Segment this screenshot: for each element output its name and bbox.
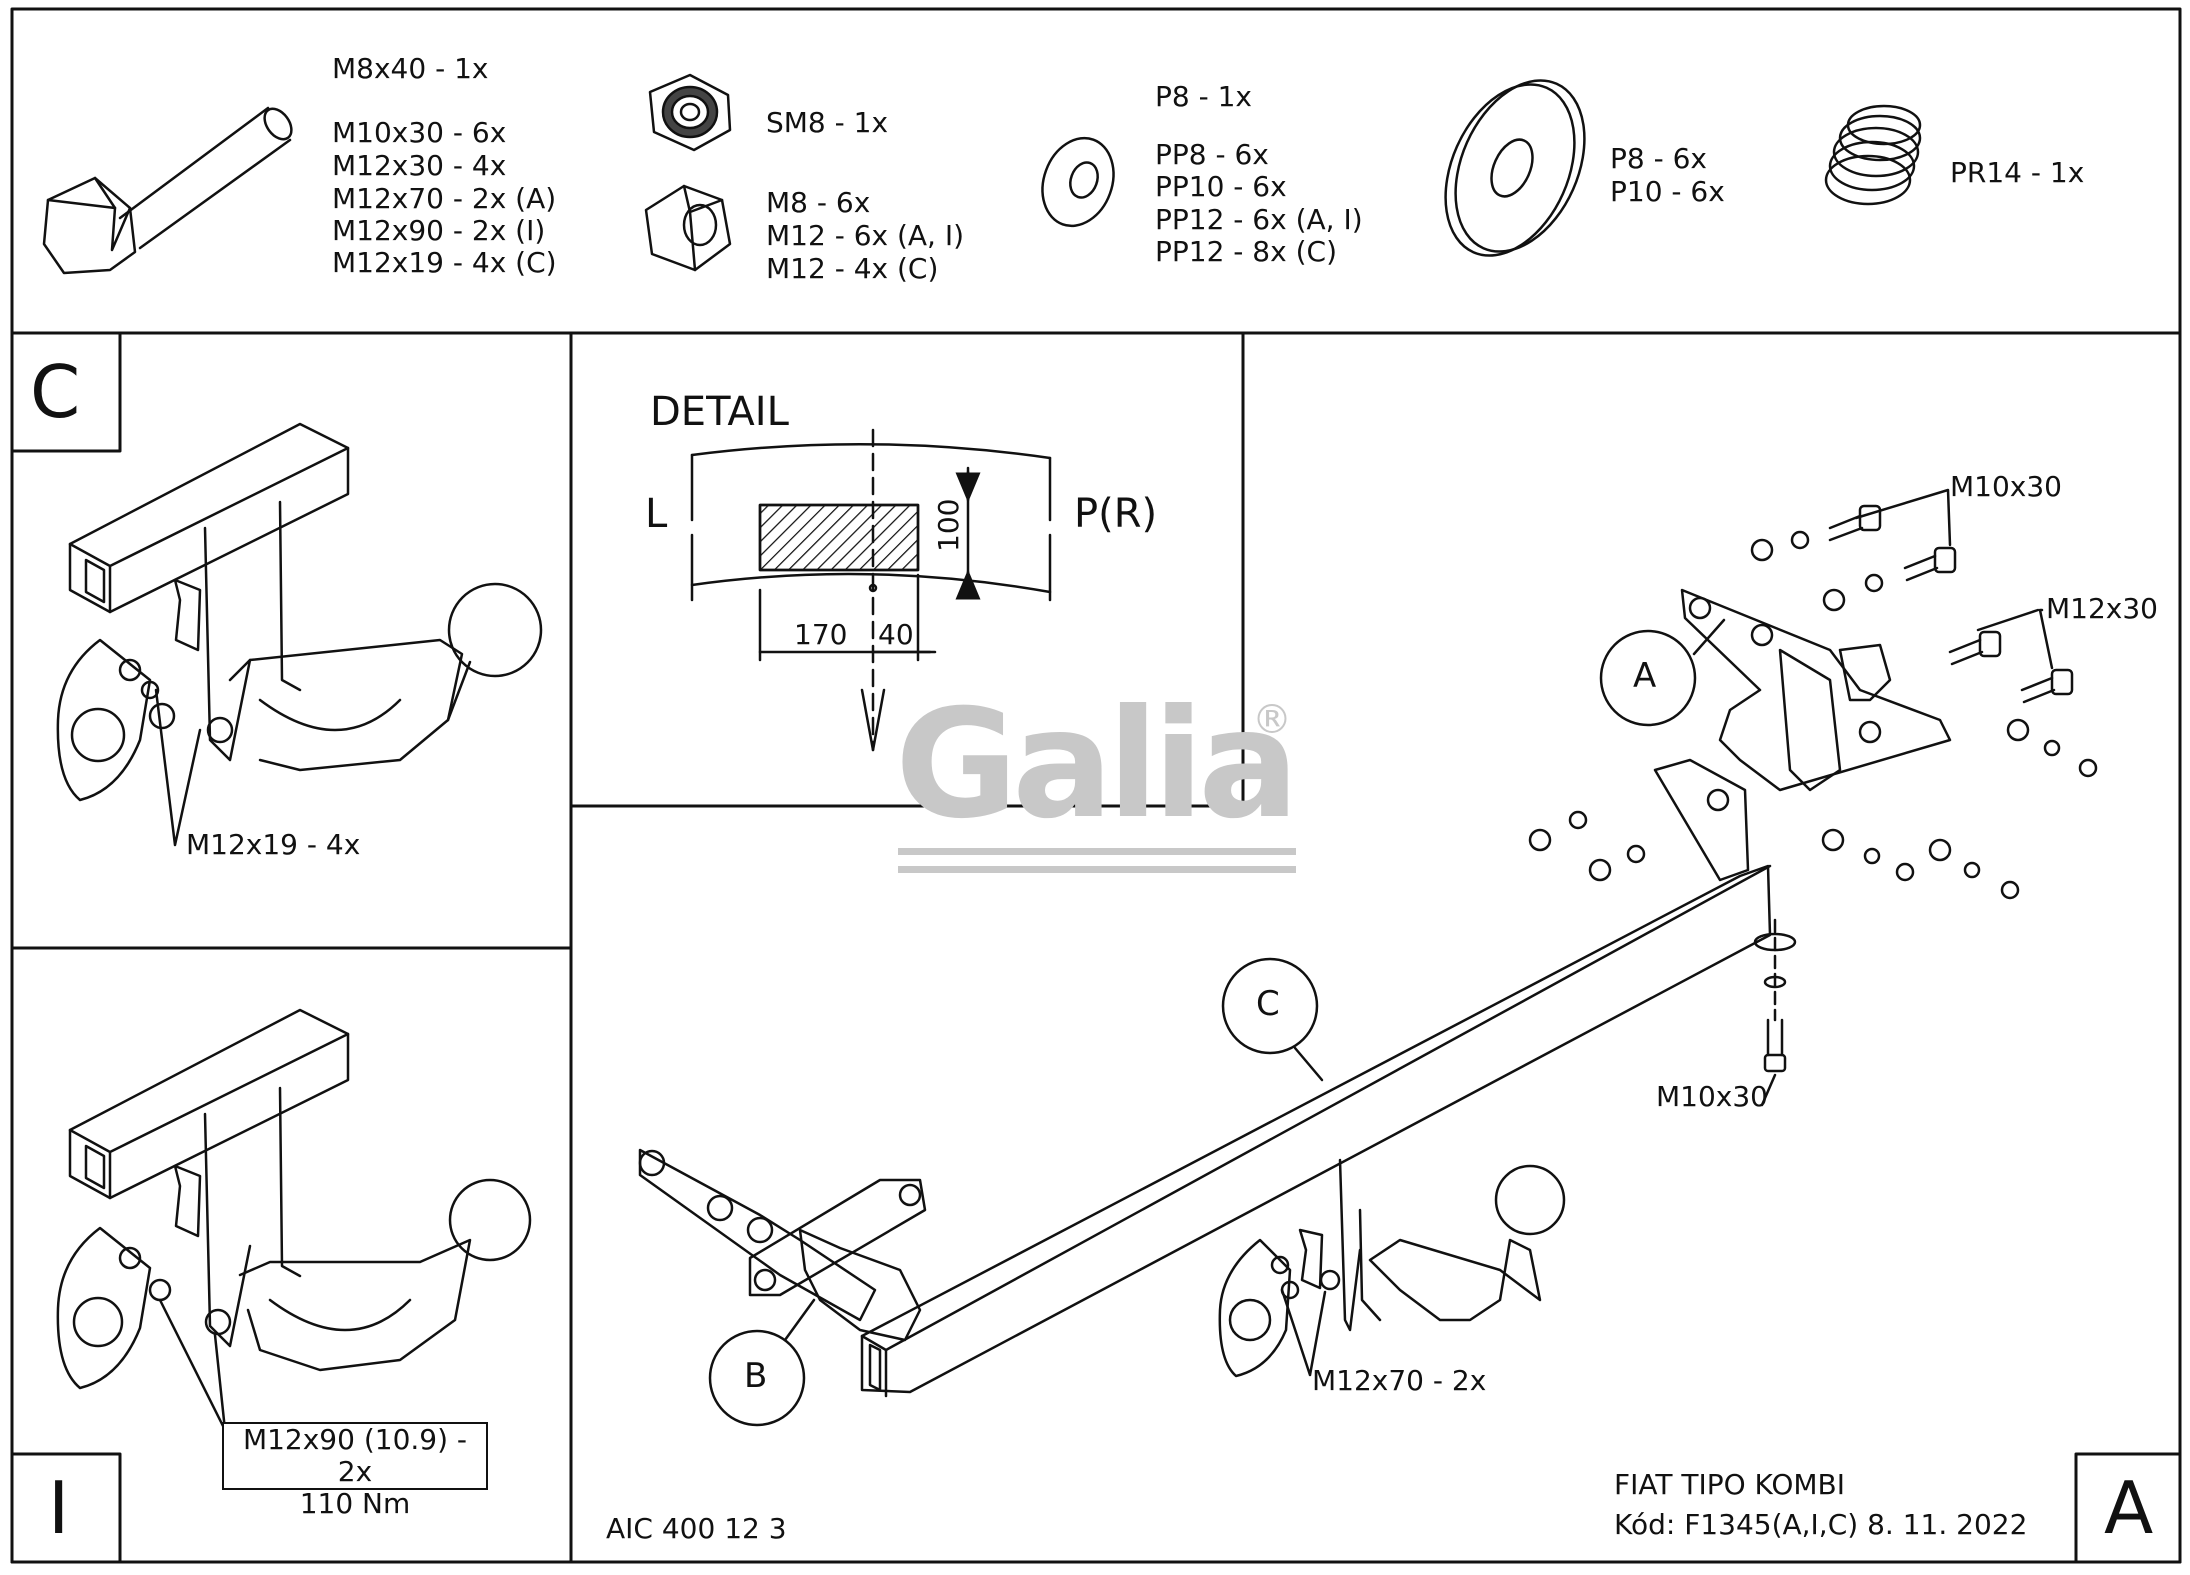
towbar-a-illustration: [638, 488, 2098, 1427]
vehicle-name: FIAT TIPO KOMBI: [1614, 1468, 1846, 1501]
washer-label-5: PP12 - 8x (C): [1155, 235, 1337, 268]
washer-label-2: PP8 - 6x: [1155, 138, 1269, 171]
nylon-nut-label: SM8 - 1x: [766, 106, 889, 139]
detail-left-label: L: [645, 491, 668, 537]
nut-label-1: M12 - 6x (A, I): [766, 219, 965, 252]
kod-date: Kód: F1345(A,I,C) 8. 11. 2022: [1614, 1508, 2028, 1541]
panel-a-letter: A: [2104, 1466, 2154, 1550]
towbar-c-illustration: [56, 422, 543, 847]
nut-icon: [644, 184, 732, 272]
panel-c-letter: C: [30, 350, 81, 434]
towbar-i-illustration: [56, 1008, 532, 1432]
bubble-c-label: C: [1256, 984, 1280, 1024]
washer-label-4: PP12 - 6x (A, I): [1155, 203, 1363, 236]
big-washer-label-1: P10 - 6x: [1610, 175, 1725, 208]
bolt-label-6: M12x19 - 4x (C): [332, 246, 557, 279]
detail-right-label: P(R): [1074, 491, 1158, 537]
bolt-label-2: M10x30 - 6x: [332, 116, 507, 149]
bubble-b-label: B: [744, 1356, 768, 1396]
big-washer-icon: [1444, 79, 1586, 257]
panel-i-callout-line1: M12x90 (10.9) - 2x: [242, 1423, 468, 1488]
detail-dim-b: 40: [878, 618, 914, 651]
m12x30-label: M12x30: [2046, 592, 2158, 625]
m12x70-label: M12x70 - 2x: [1312, 1364, 1487, 1397]
bolt-icon: [42, 106, 293, 275]
logo-bar: [898, 848, 1296, 873]
washer-label-3: PP10 - 6x: [1155, 170, 1287, 203]
drawing-code: AIC 400 12 3: [606, 1512, 787, 1545]
bolt-label-3: M12x30 - 4x: [332, 149, 507, 182]
m10x30-top-label: M10x30: [1950, 470, 2062, 503]
panel-i-letter: I: [48, 1466, 70, 1550]
nylon-nut-icon: [648, 73, 732, 152]
bolt-label-5: M12x90 - 2x (I): [332, 214, 546, 247]
panel-i-callout-line2: 110 Nm: [299, 1487, 411, 1520]
m10x30-bottom-label: M10x30: [1656, 1080, 1768, 1113]
nut-label-0: M8 - 6x: [766, 186, 871, 219]
detail-dim-a: 170: [794, 618, 848, 651]
bolt-label-4: M12x70 - 2x (A): [332, 182, 557, 215]
detail-title: DETAIL: [650, 389, 789, 435]
nut-label-2: M12 - 4x (C): [766, 252, 939, 285]
panel-i-callout-box: M12x90 (10.9) - 2x 110 Nm: [222, 1422, 488, 1520]
spring-washer-label: PR14 - 1x: [1950, 156, 2085, 189]
galia-logo: Galia: [895, 678, 1299, 852]
detail-dim-height: 100: [932, 498, 965, 552]
drawing-frame: [10, 7, 2182, 1564]
big-washer-label-0: P8 - 6x: [1610, 142, 1707, 175]
panel-c-callout: M12x19 - 4x: [186, 828, 361, 861]
spring-washer-icon: [1824, 104, 1922, 206]
washer-label-0: P8 - 1x: [1155, 80, 1252, 113]
bubble-a-label: A: [1633, 656, 1657, 696]
galia-logo-registered: ®: [1252, 697, 1292, 743]
bolt-label-0: M8x40 - 1x: [332, 52, 489, 85]
washer-icon: [1041, 136, 1115, 228]
